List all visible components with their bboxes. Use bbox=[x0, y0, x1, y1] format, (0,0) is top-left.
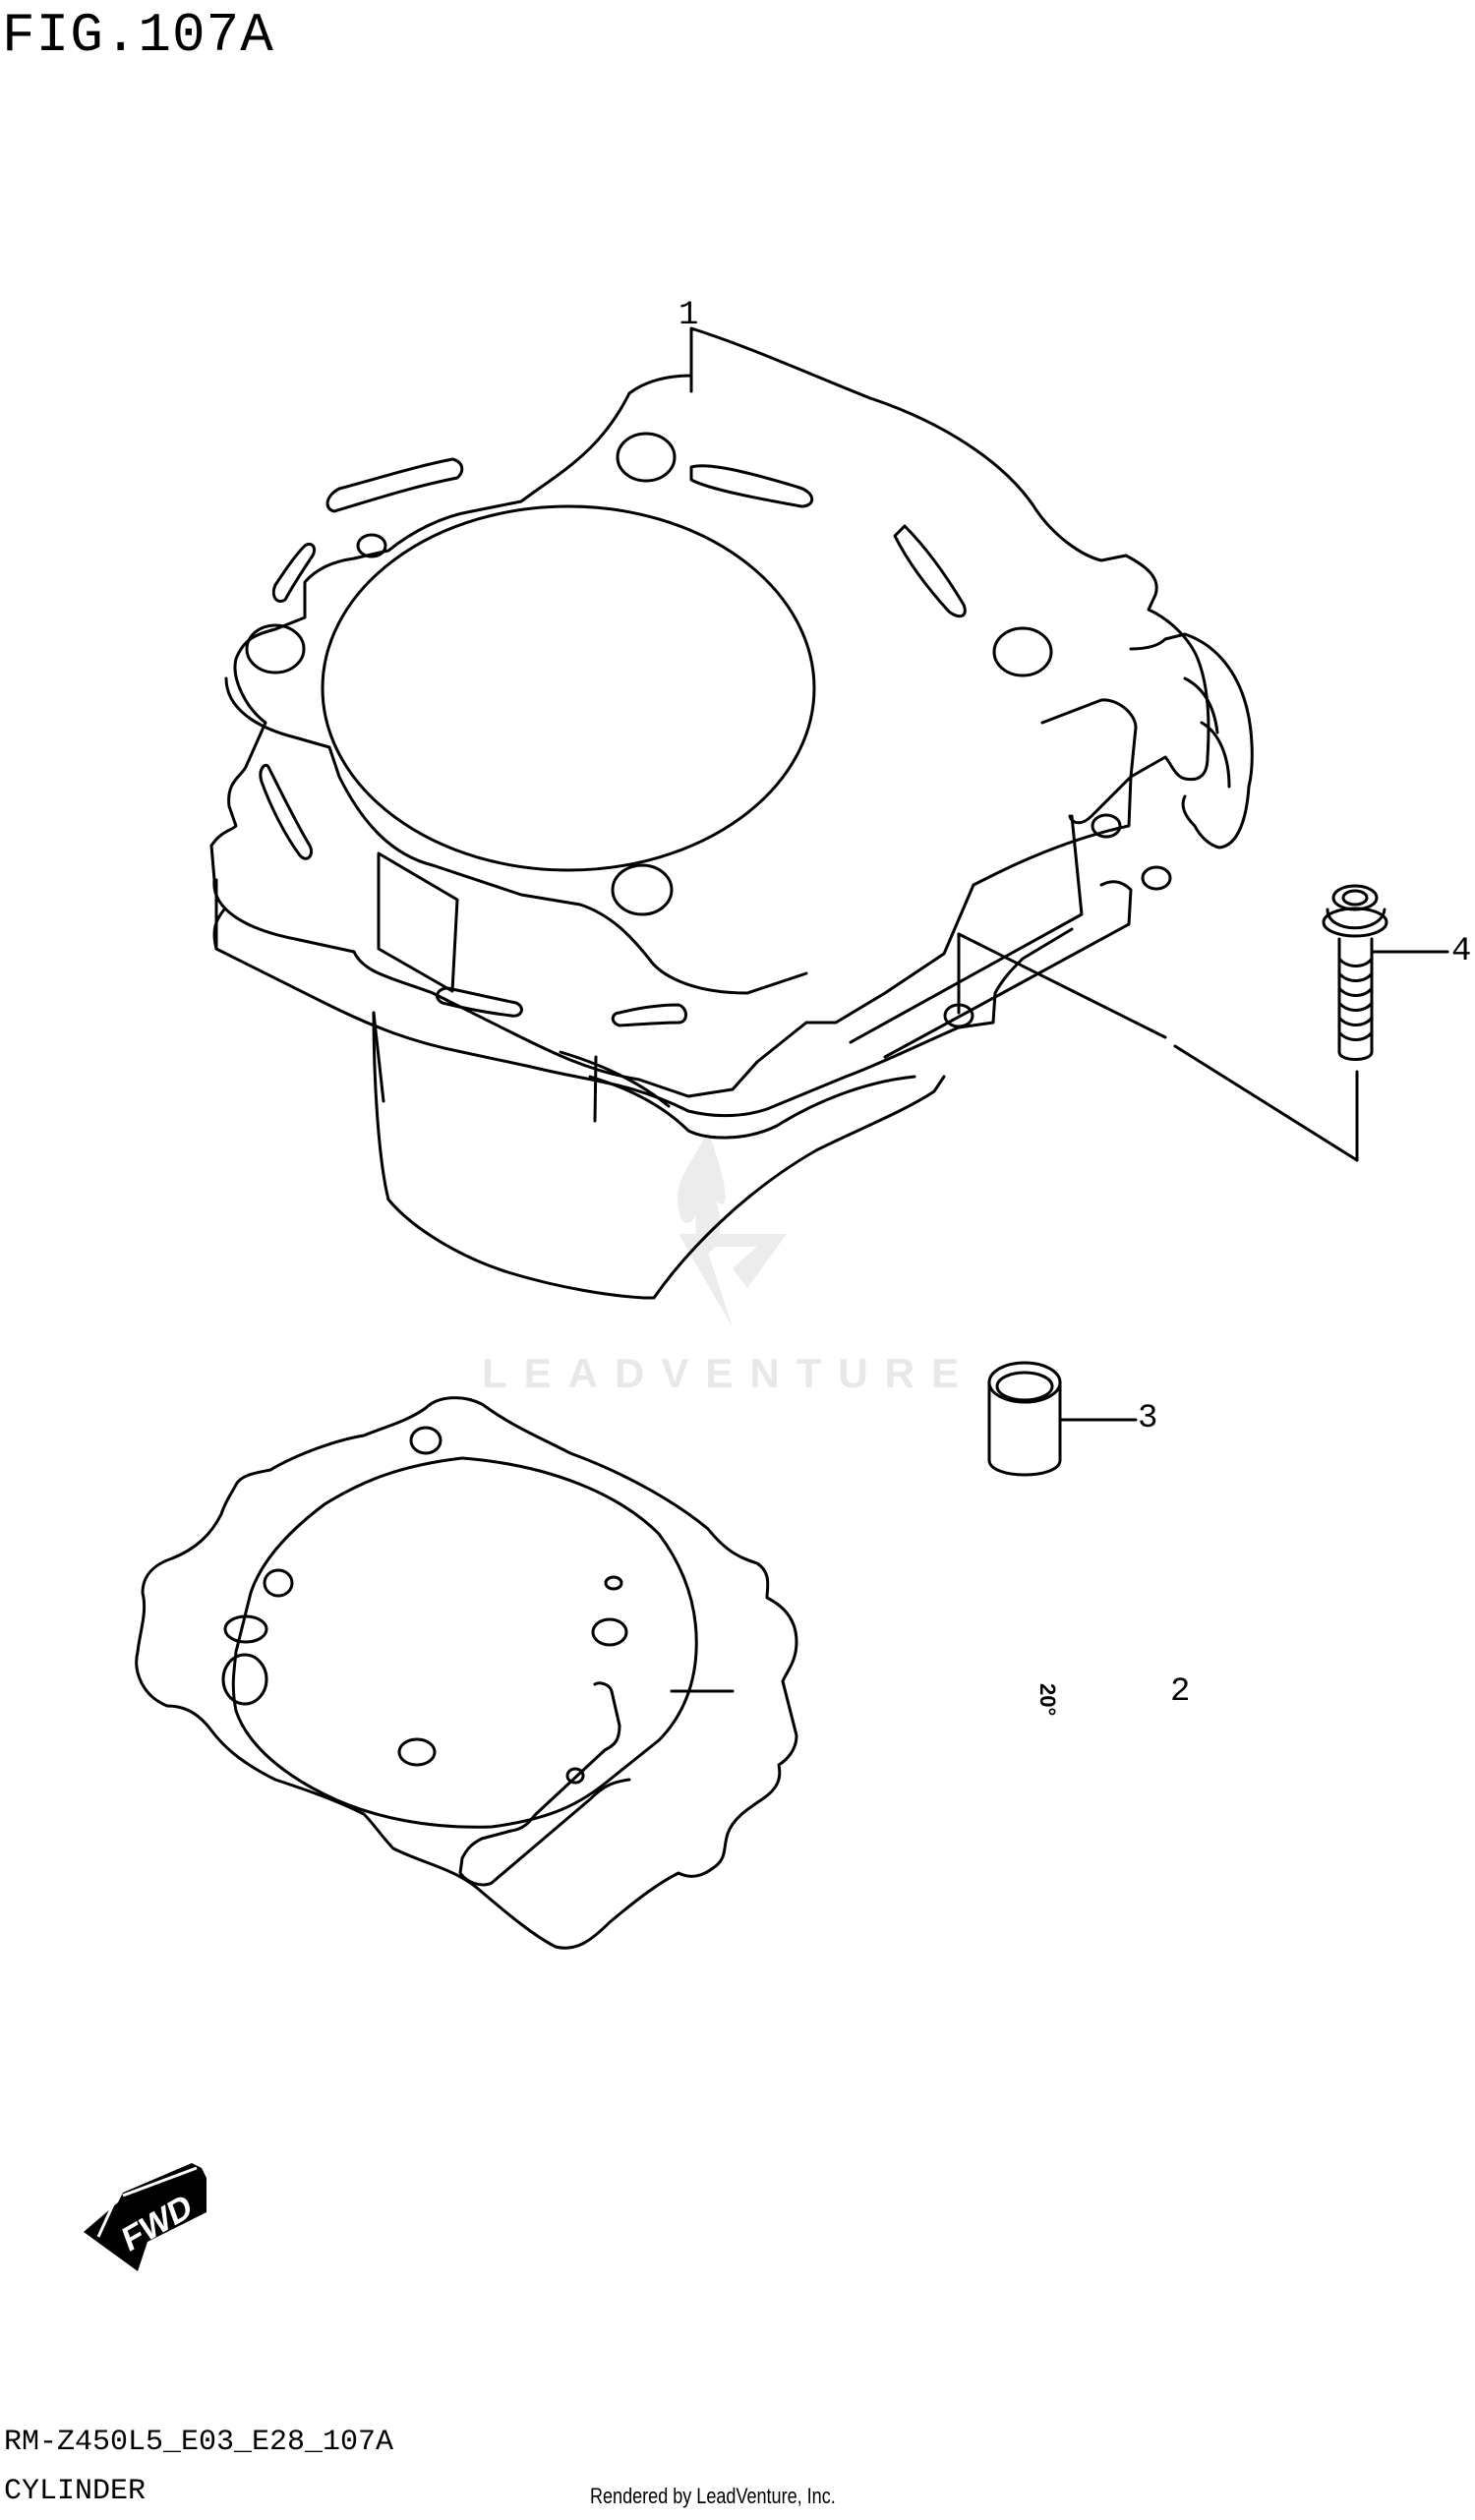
callout-4: 4 bbox=[1451, 933, 1472, 970]
render-credit: Rendered by LeadVenture, Inc. bbox=[590, 2484, 836, 2508]
cylinder-gasket-part[interactable] bbox=[135, 1396, 798, 1950]
figure-title: FIG.107A bbox=[2, 4, 274, 67]
watermark-text: LEADVENTURE bbox=[482, 1350, 976, 1396]
fwd-arrow-icon: FWD bbox=[84, 2163, 206, 2271]
figure-code: RM-Z450L5_E03_E28_107A bbox=[4, 2426, 394, 2459]
dowel-pin-part[interactable] bbox=[987, 1361, 1138, 1477]
figure-name: CYLINDER bbox=[4, 2475, 147, 2508]
callout-1: 1 bbox=[678, 297, 699, 334]
cylinder-part[interactable] bbox=[209, 326, 1359, 1300]
callout-3: 3 bbox=[1138, 1400, 1158, 1437]
gasket-marking: 20° bbox=[1035, 1683, 1060, 1717]
callout-2: 2 bbox=[1170, 1673, 1191, 1711]
flange-bolt-part[interactable] bbox=[1322, 884, 1449, 1061]
